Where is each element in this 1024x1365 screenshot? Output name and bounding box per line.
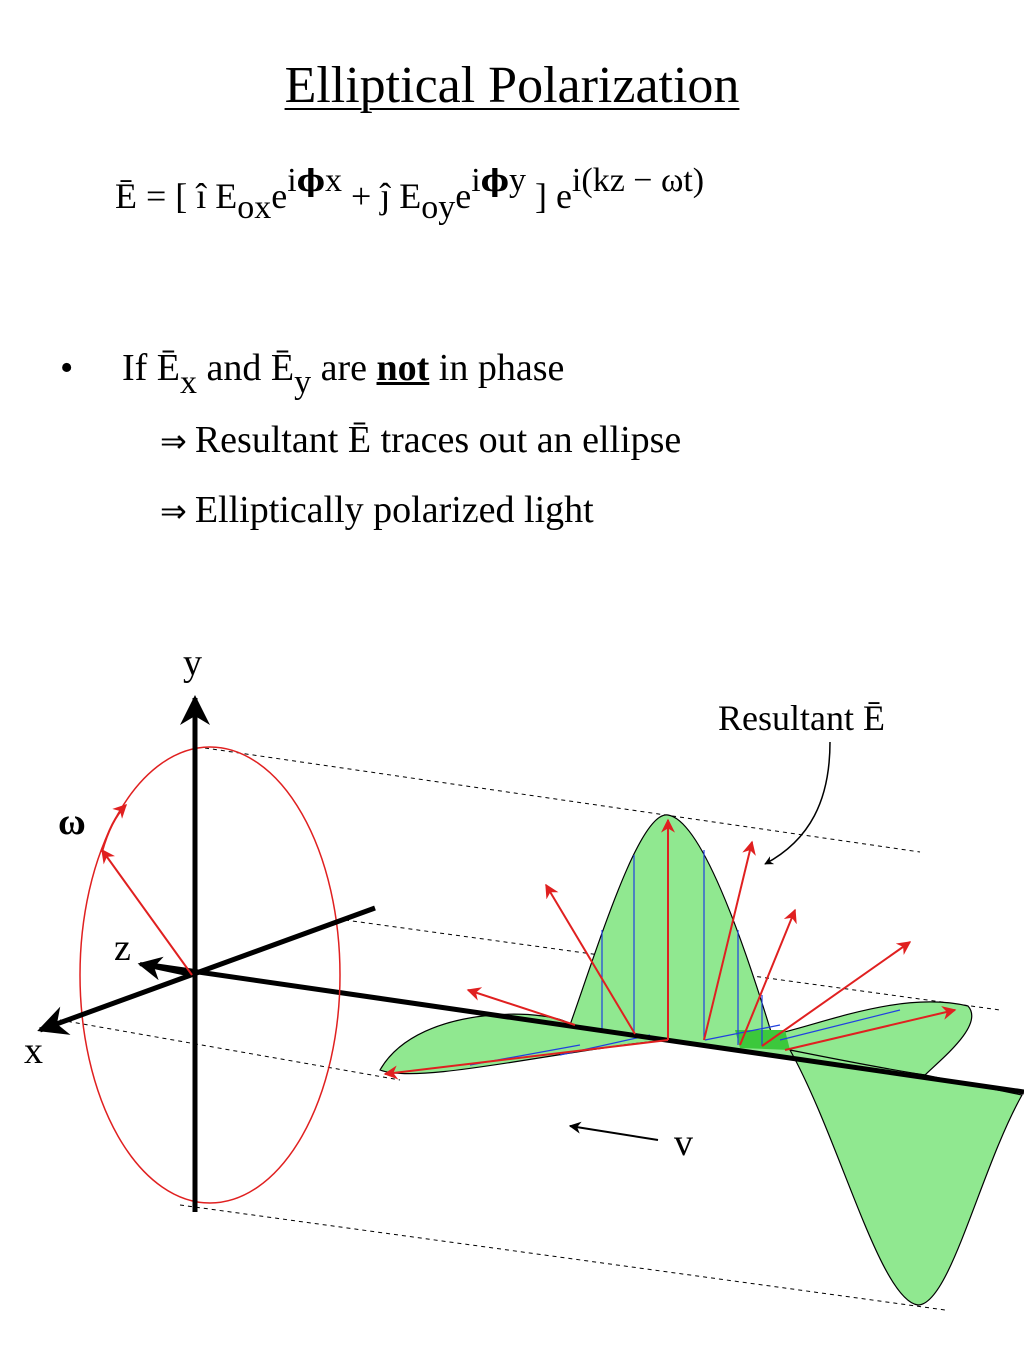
phi-symbol: ϕ [296, 164, 325, 199]
resultant-wave [379, 814, 1023, 1306]
bullet-sub-y: y [294, 363, 312, 401]
bullet-mid: and Ē [197, 347, 295, 389]
bullet-emphasis: not [376, 347, 430, 389]
eq-sup2-y: y [508, 162, 526, 199]
implication-text: Resultant Ē traces out an ellipse [194, 419, 682, 461]
guide-line-top [204, 747, 921, 853]
omega-label: ω [58, 801, 86, 843]
bullet-item: • If Ēx and Ēy are not in phase [60, 346, 565, 401]
field-vector [703, 840, 756, 1041]
page-title: Elliptical Polarization [284, 57, 740, 114]
implication-line: ⇒Resultant Ē traces out an ellipse [160, 418, 681, 462]
eq-sup2: iϕy [471, 162, 526, 199]
bullet-are: are [311, 347, 377, 389]
z-axis-label: z [114, 927, 131, 969]
field-vector [739, 908, 797, 1046]
eq-sup1-x: x [324, 162, 342, 199]
hatch-line [779, 1009, 901, 1041]
phi-symbol: ϕ [480, 164, 509, 199]
field-vector [761, 941, 912, 1047]
eq-sup1: iϕx [287, 162, 342, 199]
implication-line: ⇒Elliptically polarized light [160, 488, 594, 532]
field-vector [383, 1039, 669, 1080]
implies-icon: ⇒ [160, 422, 187, 460]
rotation-arrow [101, 804, 127, 853]
velocity-label: v [674, 1122, 693, 1164]
hatch-line [704, 1024, 781, 1041]
propagation-axis [149, 962, 1024, 1095]
implies-icon: ⇒ [160, 492, 187, 530]
eq-e1: e [271, 176, 288, 216]
callout-arrow [764, 741, 831, 865]
polarization-ellipse [79, 746, 341, 1204]
x-axis [37, 905, 376, 1035]
eq-lhs: Ē = [ î E [115, 176, 238, 216]
field-vector [466, 987, 576, 1026]
eq-sub-ox: ox [237, 189, 272, 227]
field-vector [101, 848, 193, 976]
eq-e2: e [455, 176, 472, 216]
eq-close: ] e [525, 176, 572, 216]
bullet-dot: • [60, 347, 74, 389]
wave-main-lobe [379, 814, 973, 1076]
x-axis-label: x [24, 1030, 43, 1072]
eq-sup3: i(kz − ωt) [571, 162, 705, 199]
eq-plus: + ĵ E [341, 176, 422, 216]
polarization-equation: Ē = [ î Eoxeiϕx + ĵ Eoyeiϕy ] ei(kz − ωt… [115, 164, 704, 227]
z-axis [137, 956, 193, 981]
eq-sup2-i: i [471, 162, 481, 199]
field-vectors [101, 804, 957, 1080]
eq-sub-oy: oy [421, 189, 456, 227]
bullet-sub-x: x [180, 363, 198, 401]
guide-line-bottom [179, 1204, 946, 1311]
wave-lower-lobe [788, 1049, 1023, 1306]
velocity-arrow [568, 1121, 659, 1141]
field-vector [784, 1006, 957, 1051]
resultant-label: Resultant Ē [718, 698, 885, 738]
field-vector [545, 883, 636, 1035]
y-axis-label: y [183, 642, 202, 684]
implication-text: Elliptically polarized light [194, 489, 594, 531]
guide-line-lower [59, 1019, 401, 1081]
bullet-pre: If Ē [122, 347, 181, 389]
bullet-post: in phase [429, 347, 565, 389]
eq-sup1-i: i [287, 162, 297, 199]
